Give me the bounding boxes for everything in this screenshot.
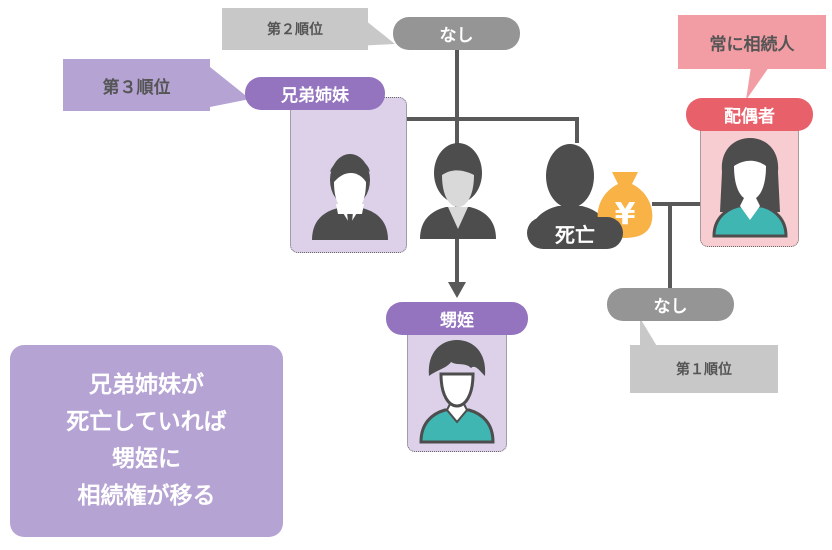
sibling-female-icon xyxy=(420,143,496,239)
callout-tail-children xyxy=(640,318,658,348)
callout-priority-3-text: 第３順位 xyxy=(102,77,171,98)
callout-priority-2-text: 第２順位 xyxy=(267,22,323,38)
pill-spouse: 配偶者 xyxy=(686,98,813,131)
note-line-3: 甥姪に xyxy=(112,446,181,472)
connector-deceased-drop xyxy=(575,117,579,143)
pill-nephew: 甥姪 xyxy=(386,302,528,335)
callout-priority-3: 第３順位 xyxy=(63,59,210,111)
connector-spouse-horizontal xyxy=(652,202,724,206)
pill-children-none-text: なし xyxy=(653,297,688,317)
callout-priority-1-text: 第１順位 xyxy=(676,362,732,378)
pill-siblings: 兄弟姉妹 xyxy=(245,77,385,110)
note-box: 兄弟姉妹が 死亡していれば 甥姪に 相続権が移る xyxy=(10,345,283,537)
note-line-4: 相続権が移る xyxy=(77,483,216,509)
pill-parents-none-text: なし xyxy=(439,26,474,46)
callout-always-heir: 常に相続人 xyxy=(678,15,826,69)
callout-priority-1: 第１順位 xyxy=(630,345,778,393)
callout-priority-2: 第２順位 xyxy=(222,8,368,50)
pill-parents-none: なし xyxy=(393,17,520,50)
callout-tail-spouse xyxy=(746,60,774,100)
deceased-badge-text: 死亡 xyxy=(555,222,595,247)
deceased-badge: 死亡 xyxy=(527,217,623,249)
nephew-male-icon xyxy=(419,340,495,444)
pill-nephew-text: 甥姪 xyxy=(440,311,474,331)
spouse-female-icon xyxy=(712,138,788,238)
connector-sibling-horizontal xyxy=(347,117,579,121)
sibling-male-icon xyxy=(312,154,388,240)
arrow-to-nephew xyxy=(448,238,466,298)
note-line-2: 死亡していれば xyxy=(66,409,227,435)
connector-children-drop xyxy=(668,202,672,290)
pill-spouse-text: 配偶者 xyxy=(724,107,775,127)
callout-always-heir-text: 常に相続人 xyxy=(709,34,795,55)
pill-children-none: なし xyxy=(607,288,734,321)
callout-tail-siblings xyxy=(200,59,250,109)
pill-siblings-text: 兄弟姉妹 xyxy=(281,86,349,106)
note-line-1: 兄弟姉妹が xyxy=(89,372,204,398)
